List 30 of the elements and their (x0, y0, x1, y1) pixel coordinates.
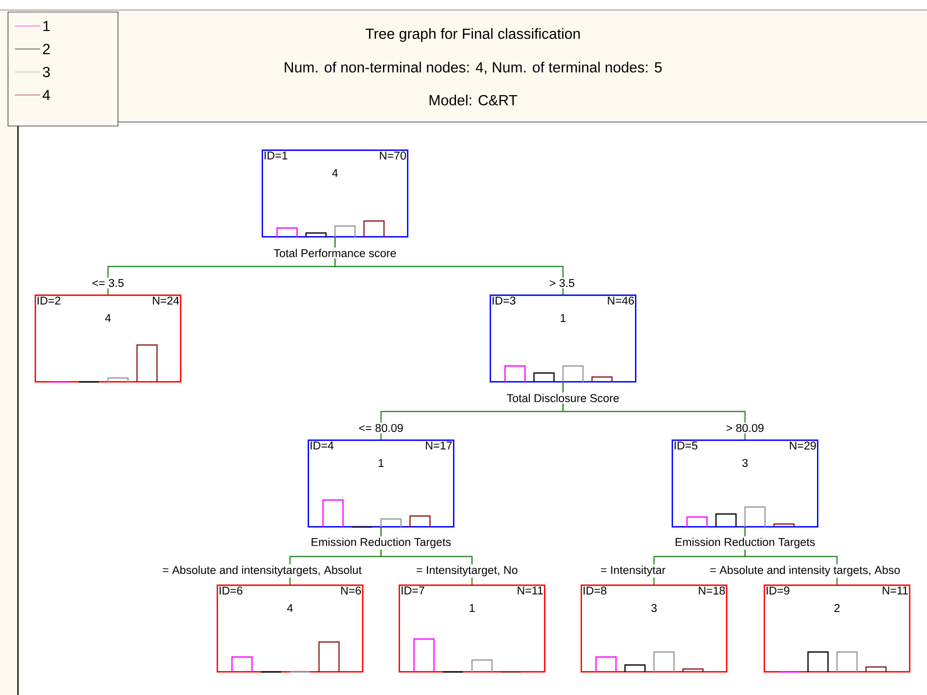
branch-line (562, 382, 746, 440)
split-variable-label: Emission Reduction Targets (673, 536, 817, 550)
terminal-node-box: ID=8 N=18 3 (580, 584, 728, 672)
split-node-box: ID=1 N=70 4 (262, 150, 408, 238)
split-variable-label: Emission Reduction Targets (309, 536, 453, 550)
subtitle: Model: C&RT (430, 94, 518, 106)
legend-entry: 2 (14, 44, 50, 54)
legend-entry: 3 (14, 66, 50, 78)
edge-label: > 80.09 (724, 422, 766, 434)
terminal-node-box: ID=2 N=24 4 (34, 294, 182, 382)
terminal-node-box: ID=9 N=11 2 (764, 584, 910, 672)
edge-label: = Intensitytar (599, 564, 667, 578)
legend-entry: 1 (14, 20, 50, 32)
chart-title: Tree graph for Final classification (366, 28, 580, 42)
split-variable-label: Total Performance score (272, 248, 398, 258)
edge-label: <= 80.09 (357, 422, 405, 434)
edge-label: > 3.5 (548, 278, 576, 288)
legend-entry: 4 (14, 90, 50, 100)
edge-label: = Absolute and intensitytargets, Absolut (160, 564, 364, 578)
branch-line (334, 238, 564, 294)
split-variable-label: Total Disclosure Score (505, 392, 621, 404)
edge-label: <= 3.5 (90, 278, 126, 288)
split-node-box: ID=3 N=46 1 (490, 294, 636, 382)
subtitle: Num. of non-terminal nodes: 4, Num. of terminal nodes: 5 (284, 62, 662, 74)
edge-label: = Intensitytarget, No (414, 564, 520, 578)
split-node-box: ID=5 N=29 3 (672, 440, 818, 528)
edge-label: = Absolute and intensity targets, Abso (708, 564, 902, 578)
terminal-node-box: ID=6 N=6 4 (216, 584, 364, 672)
terminal-node-box: ID=7 N=11 1 (398, 584, 546, 672)
split-node-box: ID=4 N=17 1 (308, 440, 454, 528)
